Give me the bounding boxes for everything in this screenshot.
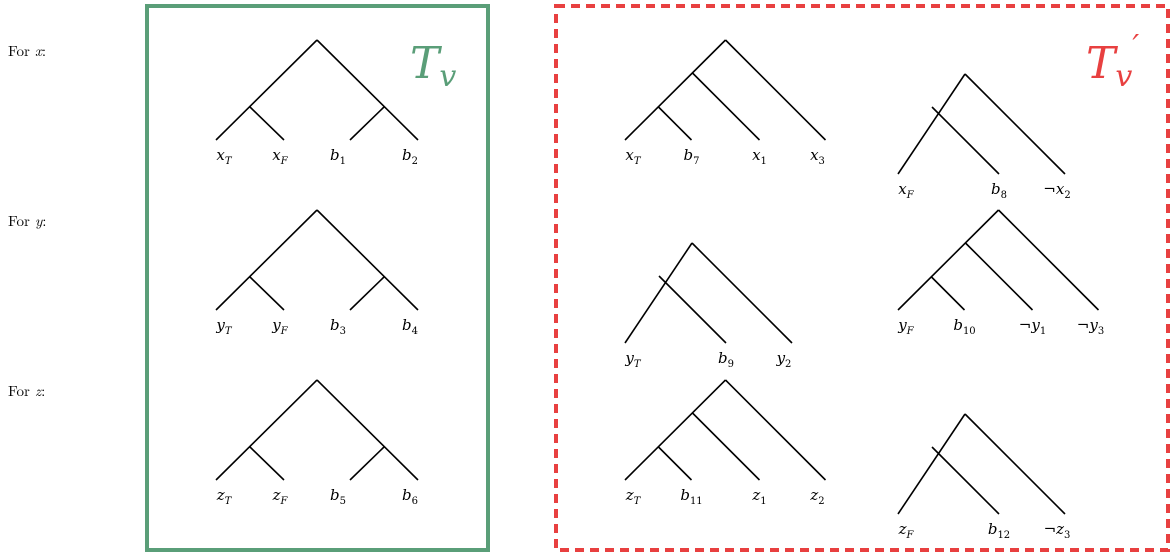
tree-leaf-label: b7 bbox=[684, 146, 700, 167]
right-box-frame bbox=[554, 4, 1170, 552]
tree-leaf-label: zT bbox=[216, 486, 233, 507]
caterpillar-tree: xT b7 x1 x3 bbox=[624, 39, 827, 167]
tree-edge bbox=[931, 446, 1000, 515]
caterpillar-tree: yF b10 ¬y1 ¬y3 bbox=[897, 209, 1104, 337]
tree-leaf-label: b12 bbox=[988, 520, 1010, 541]
tree-edge bbox=[349, 106, 385, 141]
left-box-title: Tv bbox=[410, 38, 456, 94]
row-label-x: For x: bbox=[8, 40, 46, 61]
tree-edge bbox=[964, 413, 1066, 515]
tree-leaf-label: ¬x2 bbox=[1043, 180, 1070, 201]
balanced-tree: yT yF b3 b4 bbox=[215, 209, 419, 337]
tree-leaf-label: b2 bbox=[402, 146, 418, 167]
tree-edge bbox=[691, 412, 761, 481]
tree-leaf-label: b6 bbox=[402, 486, 418, 507]
tree-edge bbox=[931, 106, 1000, 175]
tree-leaf-label: b9 bbox=[718, 349, 734, 370]
tree-leaf-label: xF bbox=[898, 180, 914, 201]
right-box-title: Tv′ bbox=[1086, 29, 1139, 94]
tree-leaf-label: zF bbox=[272, 486, 289, 507]
caterpillar-tree: xF b8 ¬x2 bbox=[897, 73, 1071, 201]
tree-edge bbox=[964, 73, 1066, 175]
tree-edge bbox=[249, 106, 285, 141]
tree-edge bbox=[349, 276, 385, 311]
tree-leaf-label: b5 bbox=[330, 486, 346, 507]
row-labels: For x: For y: For z: bbox=[8, 40, 46, 401]
left-box-frame bbox=[145, 4, 490, 552]
tree-leaf-label: z2 bbox=[809, 486, 824, 507]
tree-edge bbox=[349, 446, 385, 481]
tree-leaf-label: ¬y3 bbox=[1077, 316, 1104, 337]
tree-leaf-label: xT bbox=[625, 146, 641, 167]
tree-leaf-label: b10 bbox=[953, 316, 975, 337]
tree-edge bbox=[930, 276, 966, 311]
tree-edge bbox=[691, 72, 761, 141]
balanced-tree: zT zF b5 b6 bbox=[215, 379, 419, 507]
tree-edge bbox=[215, 379, 318, 481]
tree-leaf-label: xT bbox=[216, 146, 232, 167]
tree-leaf-label: yT bbox=[624, 349, 641, 370]
tree-edge bbox=[997, 209, 1100, 311]
tree-edge bbox=[624, 242, 693, 344]
tree-edge bbox=[691, 242, 793, 344]
tree-edge bbox=[316, 379, 419, 481]
tree-edge bbox=[657, 446, 693, 481]
tree-edge bbox=[316, 39, 419, 141]
caterpillar-tree: zT b11 z1 z2 bbox=[624, 379, 827, 507]
tree-edge bbox=[249, 446, 285, 481]
tree-leaf-label: ¬z3 bbox=[1044, 520, 1071, 541]
tree-leaf-label: yF bbox=[271, 316, 288, 337]
tree-leaf-label: b3 bbox=[330, 316, 346, 337]
tree-edge bbox=[624, 39, 727, 141]
tree-edge bbox=[724, 379, 827, 481]
balanced-tree: xT xF b1 b2 bbox=[215, 39, 419, 167]
tree-leaf-label: x1 bbox=[752, 146, 767, 167]
tree-edge bbox=[897, 413, 966, 515]
tree-edge bbox=[657, 106, 693, 141]
caterpillar-tree: yT b9 y2 bbox=[624, 242, 793, 370]
tree-edge bbox=[897, 73, 966, 175]
tree-leaf-label: yF bbox=[897, 316, 914, 337]
tree-leaf-label: b1 bbox=[330, 146, 346, 167]
tree-leaf-label: z1 bbox=[751, 486, 766, 507]
tree-edge bbox=[624, 379, 727, 481]
tree-edge bbox=[249, 276, 285, 311]
tree-edge bbox=[897, 209, 1000, 311]
tree-edge bbox=[215, 39, 318, 141]
tree-edge bbox=[215, 209, 318, 311]
tree-edge bbox=[658, 275, 727, 344]
tree-edge bbox=[316, 209, 419, 311]
tree-leaf-label: b8 bbox=[991, 180, 1007, 201]
tree-leaf-label: ¬y1 bbox=[1019, 316, 1046, 337]
trees-layer: xT xF b1 b2 yT yF b3 b4 zT zF b5 b6 xT b7 x1 x3 xF b8 ¬x2 y… bbox=[215, 39, 1104, 541]
tree-leaf-label: x3 bbox=[810, 146, 825, 167]
tree-edge bbox=[964, 242, 1034, 311]
tree-edge bbox=[724, 39, 827, 141]
tree-leaf-label: b4 bbox=[402, 316, 418, 337]
row-label-z: For z: bbox=[8, 380, 45, 401]
row-label-y: For y: bbox=[8, 210, 46, 231]
tree-leaf-label: zF bbox=[898, 520, 915, 541]
tree-leaf-label: yT bbox=[215, 316, 232, 337]
caterpillar-tree: zF b12 ¬z3 bbox=[897, 413, 1071, 541]
tree-leaf-label: y2 bbox=[776, 349, 792, 370]
tree-leaf-label: b11 bbox=[680, 486, 702, 507]
tree-leaf-label: xF bbox=[272, 146, 288, 167]
tree-leaf-label: zT bbox=[625, 486, 642, 507]
